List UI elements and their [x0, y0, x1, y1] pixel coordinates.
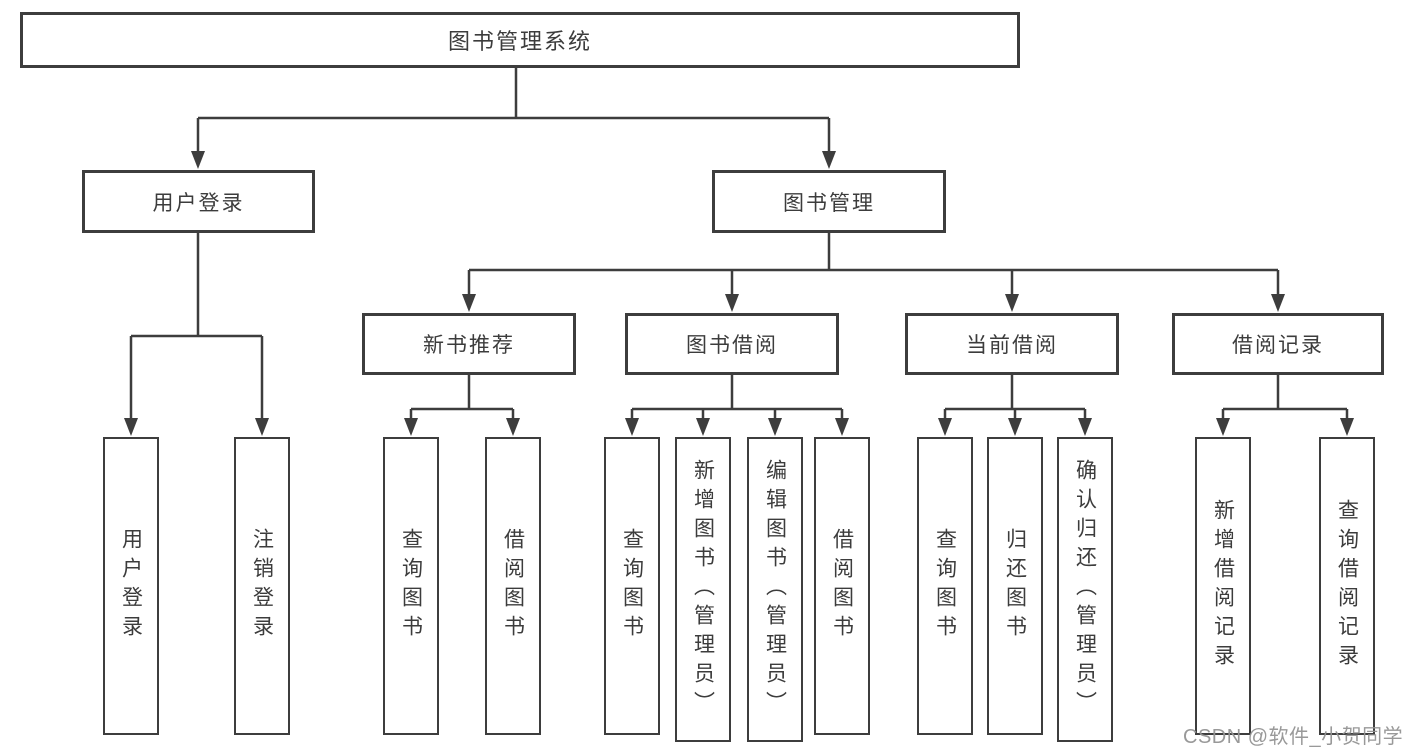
node-label: 借阅图书 — [501, 528, 525, 644]
leaf-confirm-return-admin: 确认归还（管理员） — [1057, 437, 1113, 742]
leaf-query-books-borrowing: 查询图书 — [604, 437, 660, 735]
leaf-query-books-recommend: 查询图书 — [383, 437, 439, 735]
node-label: 图书管理系统 — [447, 29, 592, 54]
node-label: 借阅图书 — [830, 528, 854, 644]
node-label: 查询图书 — [620, 528, 644, 644]
leaf-add-book-admin: 新增图书（管理员） — [675, 437, 731, 742]
node-new-book-recommendation: 新书推荐 — [362, 313, 576, 375]
leaf-borrow-books-recommend: 借阅图书 — [485, 437, 541, 735]
node-user-login: 用户登录 — [82, 170, 315, 233]
node-borrowing-records: 借阅记录 — [1172, 313, 1384, 375]
node-label: 注销登录 — [250, 528, 274, 644]
node-label: 编辑图书（管理员） — [763, 459, 787, 720]
node-label: 借阅记录 — [1232, 334, 1324, 357]
leaf-edit-book-admin: 编辑图书（管理员） — [747, 437, 803, 742]
leaf-query-books-current: 查询图书 — [917, 437, 973, 735]
node-label: 用户登录 — [152, 191, 245, 215]
node-current-borrowing: 当前借阅 — [905, 313, 1119, 375]
leaf-query-borrow-record: 查询借阅记录 — [1319, 437, 1375, 735]
node-label: 图书借阅 — [686, 334, 778, 357]
csdn-watermark: CSDN @软件_小贺同学 — [1183, 726, 1404, 747]
node-book-management: 图书管理 — [712, 170, 946, 233]
node-label: 归还图书 — [1003, 528, 1027, 644]
node-label: 当前借阅 — [966, 334, 1058, 357]
node-label: 新增借阅记录 — [1211, 499, 1235, 673]
leaf-logout: 注销登录 — [234, 437, 290, 735]
node-label: 新书推荐 — [423, 334, 515, 357]
leaf-add-borrow-record: 新增借阅记录 — [1195, 437, 1251, 735]
node-label: 用户登录 — [119, 528, 143, 644]
leaf-user-login: 用户登录 — [103, 437, 159, 735]
node-label: 新增图书（管理员） — [691, 459, 715, 720]
node-label: 图书管理 — [783, 191, 875, 215]
node-library-management-system: 图书管理系统 — [20, 12, 1020, 68]
node-label: 查询借阅记录 — [1335, 499, 1359, 673]
node-label: 查询图书 — [933, 528, 957, 644]
node-book-borrowing: 图书借阅 — [625, 313, 839, 375]
node-label: 确认归还（管理员） — [1073, 459, 1097, 720]
node-label: 查询图书 — [399, 528, 423, 644]
leaf-return-books: 归还图书 — [987, 437, 1043, 735]
leaf-borrow-books-borrowing: 借阅图书 — [814, 437, 870, 735]
